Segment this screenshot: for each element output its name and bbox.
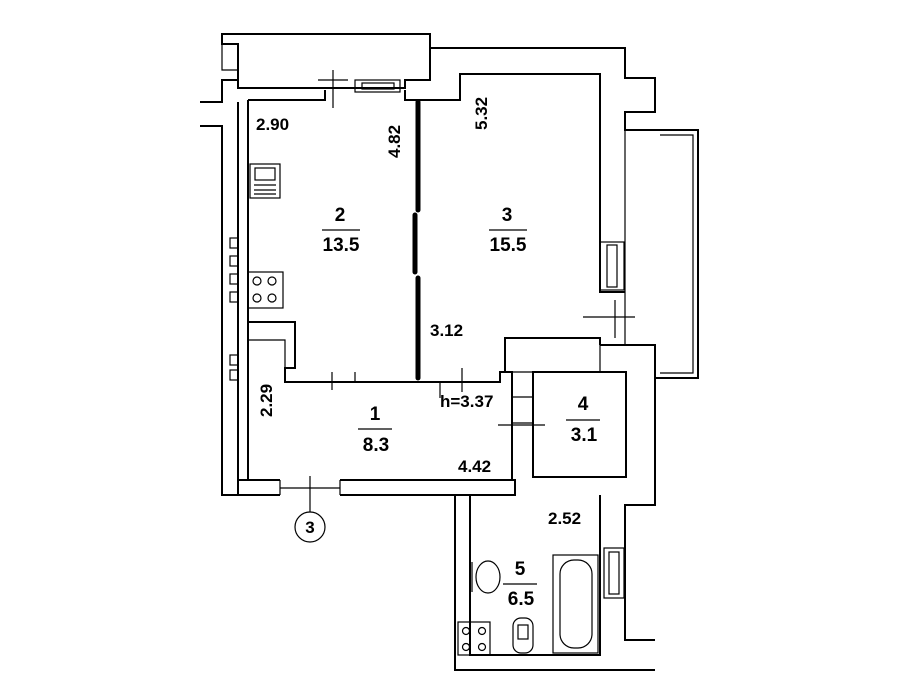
dimension-label: h=3.37	[440, 392, 493, 411]
room-label-1: 1 8.3	[358, 404, 392, 456]
room-number: 1	[370, 404, 381, 425]
entrance-marker: 3	[294, 500, 326, 543]
dimension-label: 3.12	[430, 321, 463, 340]
room-label-3: 3 15.5	[489, 205, 527, 256]
stove-icon	[247, 271, 284, 309]
entrance-marker-label: 3	[305, 518, 314, 537]
room-label-5: 5 6.5	[503, 559, 537, 610]
room-number: 3	[502, 205, 513, 226]
room-area: 6.5	[508, 589, 535, 610]
room-number: 2	[335, 205, 346, 226]
washbasin-icon	[471, 560, 501, 594]
room-area: 13.5	[323, 235, 360, 256]
room-area: 15.5	[490, 235, 527, 256]
dimension-label: 4.42	[458, 457, 491, 476]
room-area: 8.3	[363, 435, 389, 456]
partition-wall	[412, 99, 421, 381]
room-number: 4	[578, 394, 589, 415]
interior-walls	[248, 70, 635, 599]
dimension-label: 2.29	[257, 384, 276, 417]
washer-icon	[457, 621, 491, 656]
radiator-icon	[229, 237, 239, 381]
dimension-label: 4.82	[385, 125, 404, 158]
bathtub-icon	[552, 554, 599, 654]
room-label-2: 2 13.5	[322, 205, 360, 256]
sink-icon	[249, 163, 281, 199]
room-number: 5	[515, 559, 526, 580]
dimension-label: 2.90	[256, 115, 289, 134]
room-label-4: 4 3.1	[566, 394, 600, 446]
toilet-icon	[512, 617, 534, 654]
room-area: 3.1	[571, 425, 598, 446]
dimension-label: 2.52	[548, 509, 581, 528]
dimension-labels: 2.90 4.82 5.32 3.12 h=3.37 2.29 4.42 2.5…	[256, 97, 581, 528]
dimension-label: 5.32	[472, 97, 491, 130]
